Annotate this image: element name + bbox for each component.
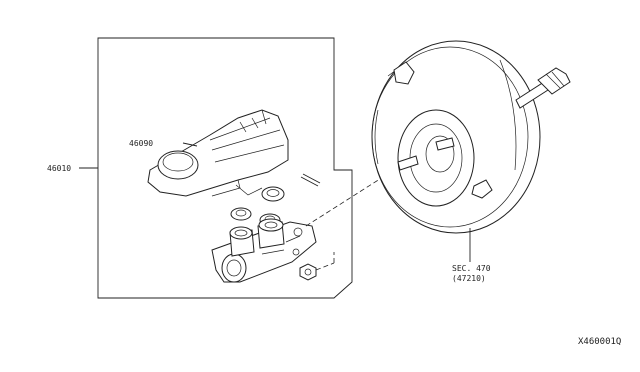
leader-46090 <box>182 142 198 147</box>
brake-booster <box>371 40 571 234</box>
alignment-line-upper <box>305 169 395 227</box>
label-sec-470: SEC. 470 <box>452 264 491 273</box>
label-46010: 46010 <box>47 164 71 173</box>
label-sec-470-ref: (47210) <box>452 274 486 283</box>
reservoir-tank <box>147 109 289 197</box>
mounting-nut <box>299 263 317 281</box>
alignment-line-nut <box>315 262 335 271</box>
label-46090: 46090 <box>129 139 153 148</box>
assembly-bracket <box>97 37 353 299</box>
retaining-pin <box>300 173 321 187</box>
diagram-code: X460001Q <box>578 337 621 347</box>
master-cylinder <box>211 218 317 283</box>
